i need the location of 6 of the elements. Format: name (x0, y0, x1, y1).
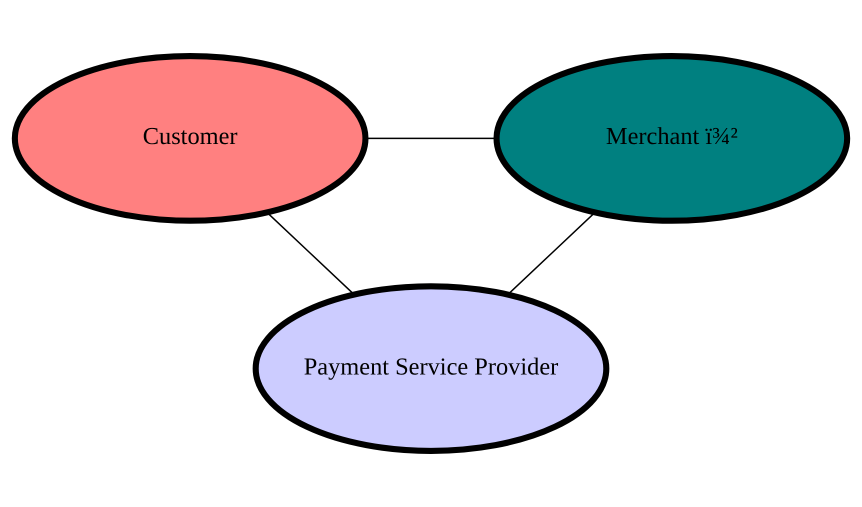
connector (366, 138, 496, 140)
node-ellipse: Customer (12, 53, 368, 224)
node-ellipse: Merchant ï¾² (494, 53, 850, 224)
connector (507, 212, 596, 296)
node-ellipse: Payment Service Provider (252, 283, 610, 454)
connector (266, 212, 355, 296)
